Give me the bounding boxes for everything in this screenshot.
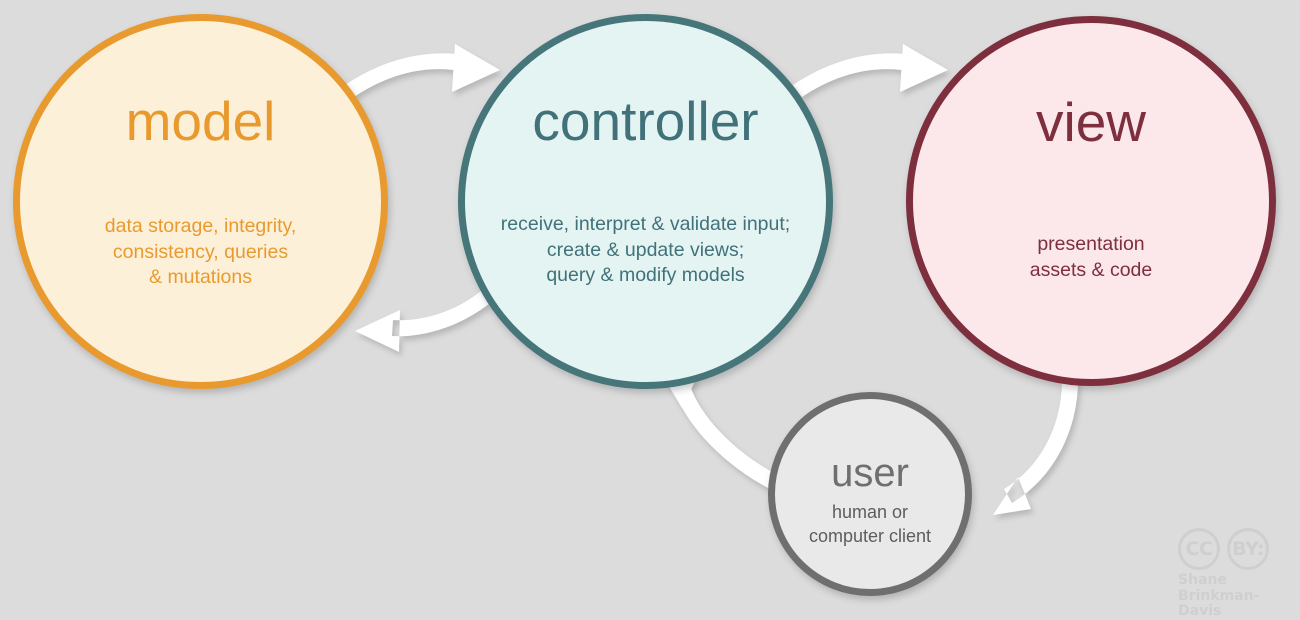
cc-badge-icons: CC BY: bbox=[1178, 528, 1290, 570]
arrow-model-to-controller bbox=[345, 44, 500, 97]
node-model-description: data storage, integrity, consistency, qu… bbox=[104, 215, 297, 289]
creative-commons-icon: CC bbox=[1178, 528, 1220, 570]
node-model-title: model bbox=[125, 90, 276, 152]
node-user-title: user bbox=[831, 451, 909, 496]
node-user-description: human or computer client bbox=[808, 502, 932, 546]
arrow-controller-to-model bbox=[355, 290, 490, 352]
node-controller-description: receive, interpret & validate input; cre… bbox=[500, 213, 791, 287]
cc-by-icon: BY: bbox=[1227, 528, 1269, 570]
author-credit: Shane Brinkman-Davis bbox=[1178, 572, 1260, 620]
node-controller[interactable]: controller receive, interpret & validate… bbox=[458, 14, 833, 389]
node-view-description: presentation assets & code bbox=[1029, 233, 1153, 281]
node-view-title: view bbox=[1035, 91, 1147, 153]
arrow-controller-to-view bbox=[793, 44, 948, 97]
arrow-view-to-user bbox=[993, 380, 1078, 515]
node-model[interactable]: model data storage, integrity, consisten… bbox=[13, 14, 388, 389]
creative-commons-attribution: CC BY: Shane Brinkman-Davis bbox=[1178, 528, 1290, 619]
node-user[interactable]: user human or computer client bbox=[768, 392, 972, 596]
arrow-user-to-controller bbox=[659, 370, 778, 489]
node-view[interactable]: view presentation assets & code bbox=[906, 16, 1276, 386]
node-controller-title: controller bbox=[532, 90, 759, 152]
